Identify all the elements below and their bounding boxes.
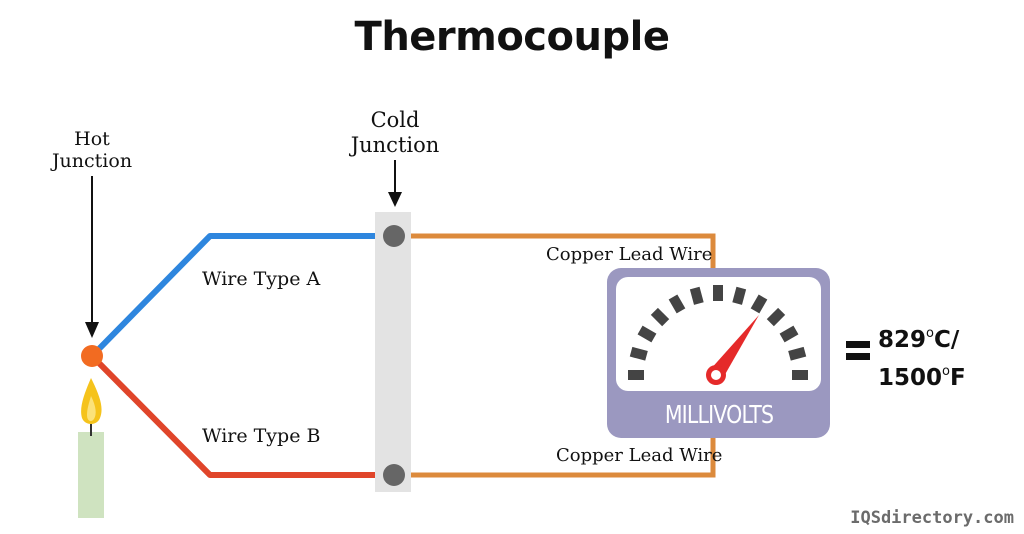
meter-tick	[628, 370, 644, 380]
meter-tick	[637, 325, 657, 343]
diagram-title: Thermocouple	[354, 14, 670, 60]
copper-lead-wire-bottom-label: Copper Lead Wire	[556, 445, 723, 466]
equals-sign	[846, 341, 870, 360]
meter-tick	[792, 370, 808, 380]
millivolts-label: MILLIVOLTS	[664, 400, 774, 429]
copper-lead-wire-bottom	[395, 436, 716, 478]
cold-junction-label: Cold Junction	[338, 108, 452, 158]
cold-junction-arrow	[388, 160, 402, 207]
hot-junction-arrow	[85, 176, 99, 338]
meter-scale-ticks	[628, 285, 808, 380]
hot-junction-label: Hot Junction	[44, 128, 140, 172]
meter-tick	[732, 286, 747, 305]
meter-needle	[706, 315, 759, 385]
wire-type-b	[89, 353, 392, 478]
hot-junction-label-line1: Hot	[74, 128, 110, 150]
meter-tick	[713, 285, 723, 301]
copper-lead-wire-top-label: Copper Lead Wire	[546, 244, 713, 265]
meter-tick	[689, 286, 704, 305]
meter-face	[616, 277, 821, 391]
hot-junction-dot	[81, 345, 103, 367]
fahrenheit-reading: 1500oF	[878, 364, 966, 391]
cold-junction-terminal-block	[375, 212, 411, 492]
meter-tick	[750, 294, 768, 314]
meter-tick	[766, 307, 786, 327]
wire-type-a	[89, 233, 392, 359]
wire-type-b-label: Wire Type B	[202, 425, 321, 447]
copper-lead-wire-top	[395, 233, 716, 270]
wire-type-a-label: Wire Type A	[202, 268, 321, 290]
meter-tick	[668, 294, 686, 314]
meter-tick	[629, 346, 648, 361]
temperature-reading: 829oC/ 1500oF	[878, 318, 966, 394]
terminal-top	[383, 225, 405, 247]
celsius-reading: 829oC/	[878, 326, 960, 353]
meter-tick	[779, 325, 799, 343]
cold-junction-label-line1: Cold	[370, 108, 420, 132]
watermark: IQSdirectory.com	[850, 508, 1014, 528]
meter-tick	[650, 307, 670, 327]
candle	[78, 432, 104, 518]
meter-tick	[788, 346, 807, 361]
terminal-bottom	[383, 464, 405, 486]
hot-junction-label-line2: Junction	[51, 150, 133, 172]
cold-junction-label-line2: Junction	[350, 133, 440, 157]
